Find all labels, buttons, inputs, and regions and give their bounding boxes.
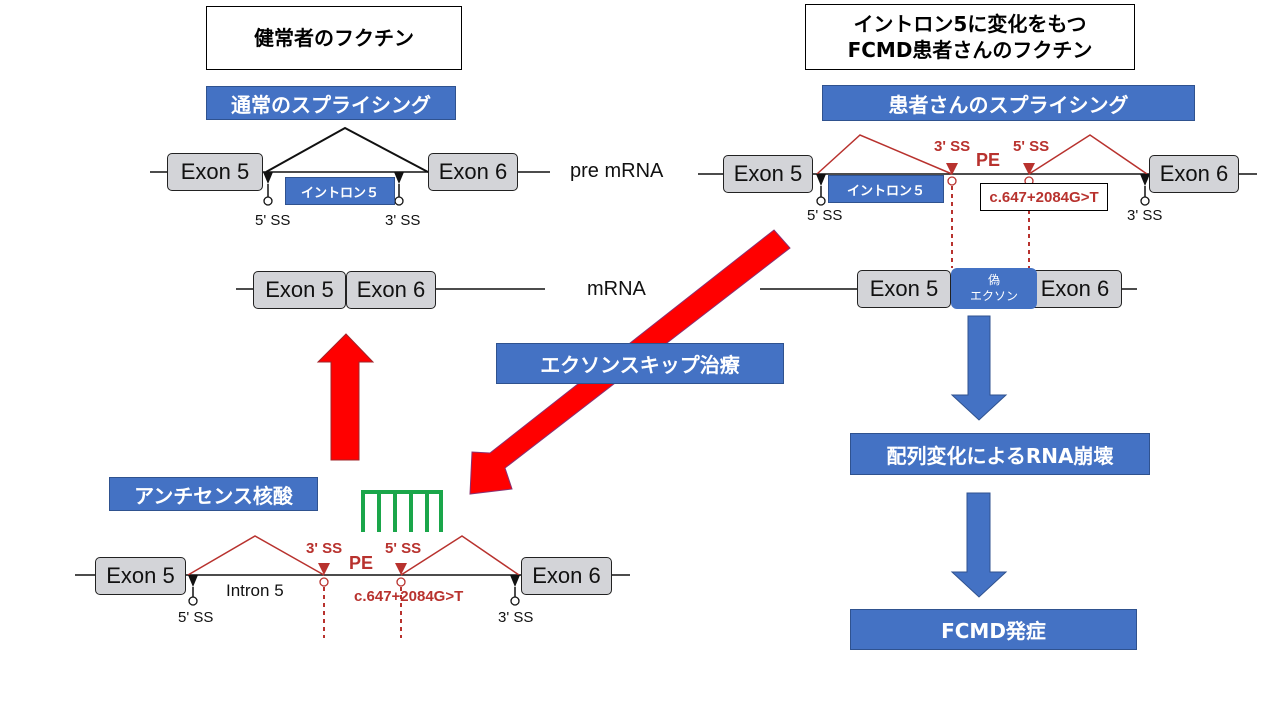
healthy-mrna-exon6: Exon 6 <box>346 271 436 309</box>
patient-mrna-exon6: Exon 6 <box>1028 270 1122 308</box>
antisense-oligo-icon <box>361 490 443 532</box>
patient-exon5: Exon 5 <box>723 155 813 193</box>
normal-splicing-text: 通常のスプライシング <box>231 92 431 117</box>
healthy-3ss-pin-icon <box>394 196 404 206</box>
healthy-splice-arc <box>265 126 429 173</box>
patient-mutation-box: c.647+2084G>T <box>980 183 1108 211</box>
patient-mrna-exon5: Exon 5 <box>857 270 951 308</box>
patient-exon6: Exon 6 <box>1149 155 1239 193</box>
healthy-exon5: Exon 5 <box>167 153 263 191</box>
therapy-splice-arc-2 <box>400 535 520 576</box>
patient-3ss-label: 3' SS <box>1127 207 1163 224</box>
patient-title-line1: イントロン5に変化をもつ <box>853 12 1087 36</box>
patient-mutation-text: c.647+2084G>T <box>989 188 1099 206</box>
exon-skip-therapy-text: エクソンスキップ治療 <box>540 353 740 377</box>
normal-splicing-label: 通常のスプライシング <box>206 86 456 120</box>
therapy-exon6: Exon 6 <box>521 557 612 595</box>
rna-decay-text: 配列変化によるRNA崩壊 <box>886 443 1114 468</box>
patient-mrna-exon6-text: Exon 6 <box>1040 276 1110 301</box>
healthy-3ss-label: 3' SS <box>385 212 421 229</box>
exon-skip-therapy-label: エクソンスキップ治療 <box>496 343 784 384</box>
patient-splicing-label: 患者さんのスプライシング <box>822 85 1195 121</box>
patient-pe-label: PE <box>976 150 1001 170</box>
antisense-label: アンチセンス核酸 <box>109 477 318 511</box>
healthy-mrna-exon5: Exon 5 <box>253 271 346 309</box>
therapy-pe-3ss-label: 3' SS <box>306 540 343 557</box>
patient-exon6-text: Exon 6 <box>1159 161 1229 186</box>
patient-pe-3ss-label: 3' SS <box>934 138 971 155</box>
healthy-exon6-text: Exon 6 <box>438 159 508 184</box>
antisense-text: アンチセンス核酸 <box>134 483 293 508</box>
healthy-title-box: 健常者のフクチン <box>206 6 462 70</box>
patient-splice-arc-1 <box>816 134 953 175</box>
therapy-5ss-label: 5' SS <box>178 609 214 626</box>
patient-pe-3ss-marker-icon <box>946 163 958 175</box>
patient-splicing-text: 患者さんのスプライシング <box>888 92 1129 117</box>
healthy-intron-text: イントロン５ <box>300 185 379 201</box>
mrna-label: mRNA <box>587 278 646 300</box>
healthy-title: 健常者のフクチン <box>254 26 414 50</box>
pre-mrna-label: pre mRNA <box>570 160 664 182</box>
patient-title-line2: FCMD患者さんのフクチン <box>847 38 1093 62</box>
healthy-exon5-text: Exon 5 <box>180 159 250 184</box>
healthy-3ss-marker-icon <box>394 172 404 184</box>
therapy-splice-arc-1 <box>187 535 325 576</box>
healthy-5ss-marker-icon <box>263 172 273 184</box>
healthy-intron-label: イントロン５ <box>285 177 395 205</box>
pseudo-exon-line1: 偽 <box>987 272 1000 287</box>
patient-3ss-marker-icon <box>1140 174 1150 186</box>
blue-down-arrow-2-icon <box>950 492 1008 598</box>
rna-decay-box: 配列変化によるRNA崩壊 <box>850 433 1150 475</box>
therapy-3ss-label: 3' SS <box>498 609 534 626</box>
healthy-exon6: Exon 6 <box>428 153 518 191</box>
red-up-arrow-icon <box>316 333 375 461</box>
pseudo-exon-line2: エクソン <box>969 288 1018 303</box>
patient-exon5-text: Exon 5 <box>733 161 803 186</box>
therapy-exon6-text: Exon 6 <box>532 563 601 588</box>
therapy-exon5: Exon 5 <box>95 557 186 595</box>
therapy-exon5-text: Exon 5 <box>106 563 175 588</box>
patient-pe-5ss-label: 5' SS <box>1013 138 1050 155</box>
healthy-mrna-exon6-text: Exon 6 <box>356 277 426 302</box>
fcmd-onset-box: FCMD発症 <box>850 609 1137 650</box>
patient-intron-label: イントロン５ <box>828 175 944 203</box>
patient-5ss-label: 5' SS <box>807 207 843 224</box>
patient-title-box: イントロン5に変化をもつ FCMD患者さんのフクチン <box>805 4 1135 70</box>
healthy-5ss-pin-icon <box>263 196 273 206</box>
healthy-5ss-label: 5' SS <box>255 212 291 229</box>
fcmd-onset-text: FCMD発症 <box>941 619 1046 643</box>
healthy-mrna-exon5-text: Exon 5 <box>265 277 334 302</box>
pseudo-exon: 偽 エクソン <box>951 268 1037 309</box>
therapy-intron-label: Intron 5 <box>226 581 284 600</box>
therapy-mutation-label: c.647+2084G>T <box>354 588 464 605</box>
therapy-pe-label: PE <box>349 553 374 573</box>
patient-5ss-marker-icon <box>816 174 826 186</box>
patient-intron-text: イントロン５ <box>846 183 925 199</box>
patient-pe-5ss-marker-icon <box>1023 163 1035 175</box>
patient-splice-arc-2 <box>1028 134 1148 175</box>
blue-down-arrow-1-icon <box>950 315 1008 421</box>
therapy-pe-5ss-label: 5' SS <box>385 540 422 557</box>
patient-mrna-exon5-text: Exon 5 <box>869 276 939 301</box>
